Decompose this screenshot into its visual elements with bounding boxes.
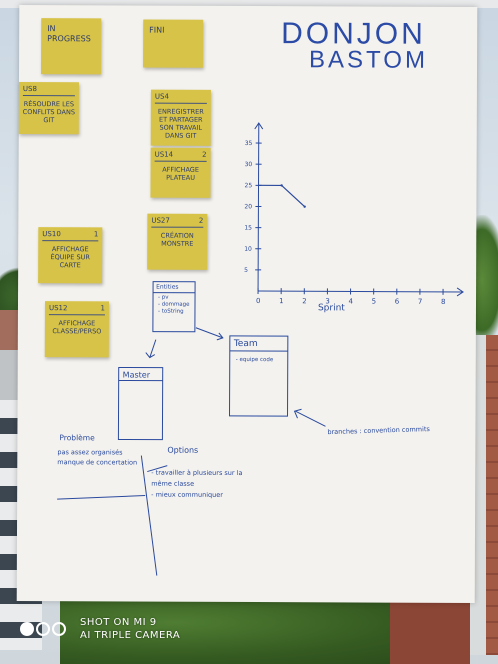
- entities-items: - pv - dommage - toString: [158, 295, 190, 316]
- y-axis-arrow: [254, 122, 264, 130]
- postit-in-progress: IN PROGRESS: [41, 18, 102, 75]
- x-tick-label: 4: [348, 297, 353, 305]
- camera-logo: [20, 622, 66, 636]
- chart-xlabel: Sprint: [317, 303, 345, 314]
- burndown-point: [280, 184, 283, 187]
- arrow-branches: [295, 410, 326, 427]
- postit-done: FINI: [143, 19, 204, 68]
- problems-title: Problème: [59, 433, 95, 443]
- postit-story-id: US14: [154, 150, 174, 159]
- postit-story-points: 2: [198, 216, 204, 225]
- camera-watermark-line2: AI TRIPLE CAMERA: [80, 630, 181, 641]
- postit-story-text: CRÉATION MONSTRE: [160, 231, 194, 248]
- burndown-chart: 0 1 2 3 4 5 6 7 8 5 10 15 20 25 30 35: [244, 122, 464, 306]
- burndown-point: [303, 205, 306, 208]
- options-title: Options: [167, 445, 199, 455]
- postit-story-text: AFFICHAGE CLASSE/PERSO: [52, 319, 102, 336]
- postit-in-progress-label: IN PROGRESS: [47, 24, 91, 44]
- y-tick-label: 25: [245, 182, 253, 189]
- postit-done-label: FINI: [149, 25, 165, 35]
- x-tick-label: 5: [372, 298, 377, 306]
- postit-story: US10 1 AFFICHAGE ÉQUIPE SUR CARTE: [38, 227, 103, 284]
- postit-story-id: US4: [154, 92, 169, 101]
- postit-story-text: RÉSOUDRE LES CONFLITS DANS GIT: [22, 100, 75, 125]
- options-item: - mieux communiquer: [151, 490, 223, 499]
- postit-story: US4 ENREGISTRER ET PARTAGER SON TRAVAIL …: [150, 89, 211, 146]
- postit-story-id: US8: [22, 85, 37, 94]
- paper-sheet: DONJON BASTOM IN PROGRESS FINI US8 RÉSOU…: [16, 5, 478, 603]
- y-tick-label: 5: [244, 267, 248, 274]
- x-tick-label: 3: [325, 297, 330, 305]
- y-tick-label: 35: [245, 140, 253, 147]
- team-title: Team: [233, 338, 258, 350]
- postit-story: US27 2 CRÉATION MONSTRE: [147, 213, 208, 270]
- team-note: branches : convention commits: [327, 425, 430, 437]
- postit-story-points: 1: [93, 230, 99, 239]
- problems-text: pas assez organisés manque de concertati…: [57, 448, 138, 467]
- board-title-line2: BASTOM: [309, 46, 429, 74]
- board-title-line1: DONJON: [281, 17, 426, 51]
- y-axis: [257, 123, 260, 292]
- postit-story-text: AFFICHAGE PLATEAU: [162, 165, 199, 182]
- roof-bottom-right: [390, 600, 470, 664]
- x-tick-label: 8: [441, 298, 446, 306]
- arrow-to-master: [149, 339, 157, 358]
- x-tick-label: 1: [279, 297, 284, 305]
- x-tick-label: 0: [256, 297, 261, 305]
- trees-bottom: [60, 595, 440, 664]
- master-title: Master: [122, 370, 151, 380]
- postit-story-id: US10: [42, 230, 61, 239]
- burndown-line: [258, 184, 306, 208]
- camera-logo-dot: [20, 622, 34, 636]
- postit-story: US8 RÉSOUDRE LES CONFLITS DANS GIT: [18, 82, 79, 135]
- window-frame-top: [0, 0, 498, 8]
- y-tick-label: 15: [244, 225, 252, 232]
- arrow-to-team: [195, 327, 224, 339]
- postit-story: US12 1 AFFICHAGE CLASSE/PERSO: [44, 301, 110, 358]
- postit-story-id: US27: [151, 216, 170, 225]
- chart-series: [258, 184, 306, 208]
- postit-story-text: ENREGISTRER ET PARTAGER SON TRAVAIL DANS…: [157, 107, 204, 140]
- postit-story-points: 1: [100, 304, 105, 313]
- options-item: - travailler à plusieurs sur la même cla…: [151, 468, 243, 488]
- postit-story: US14 2 AFFICHAGE PLATEAU: [150, 147, 211, 198]
- camera-logo-dot: [36, 622, 50, 636]
- x-tick-label: 6: [395, 298, 400, 306]
- options-list: - travailler à plusieurs sur la même cla…: [151, 468, 261, 501]
- y-tick-label: 20: [244, 203, 252, 210]
- entities-item: - toString: [157, 308, 184, 315]
- postit-story-points: 2: [202, 150, 207, 159]
- y-tick-label: 10: [244, 246, 252, 253]
- camera-watermark: SHOT ON MI 9 AI TRIPLE CAMERA: [80, 616, 180, 642]
- camera-watermark-line1: SHOT ON MI 9: [80, 617, 157, 628]
- camera-logo-dot: [52, 622, 66, 636]
- team-item: - equipe code: [235, 356, 274, 364]
- postit-story-id: US12: [48, 304, 68, 313]
- y-tick-label: 30: [245, 161, 253, 168]
- entities-title: Entities: [156, 283, 179, 291]
- x-axis-arrow: [456, 287, 464, 297]
- chart-axes: [254, 122, 464, 297]
- x-tick-label: 7: [418, 298, 423, 306]
- chart-ticks: 0 1 2 3 4 5 6 7 8 5 10 15 20 25 30 35: [244, 140, 446, 306]
- x-tick-label: 2: [302, 297, 307, 305]
- postit-story-text: AFFICHAGE ÉQUIPE SUR CARTE: [50, 245, 90, 270]
- x-axis: [258, 290, 464, 293]
